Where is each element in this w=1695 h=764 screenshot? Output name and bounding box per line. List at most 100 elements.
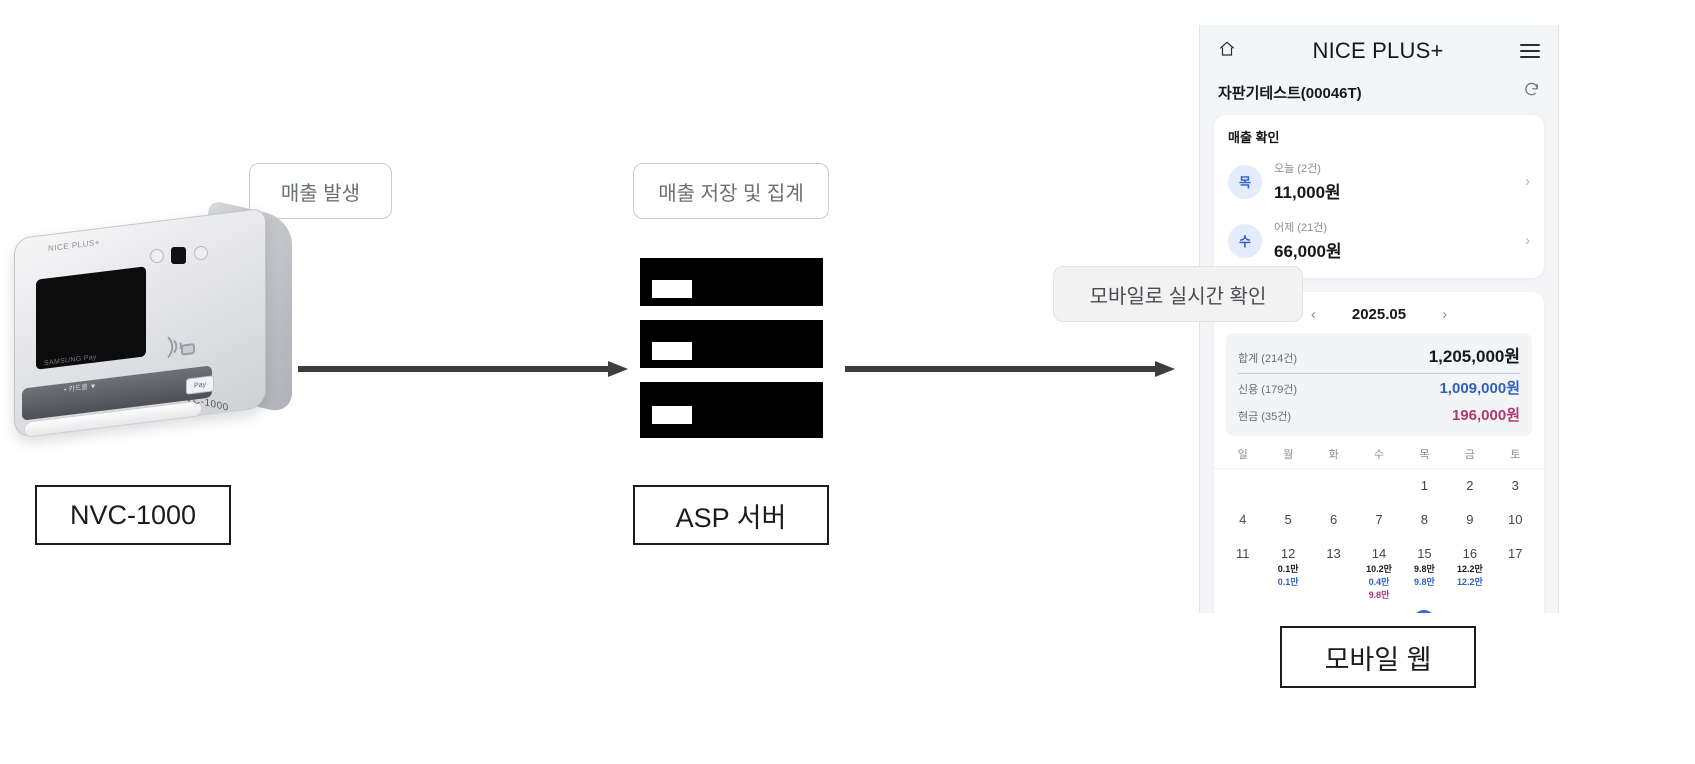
calendar-day-cell[interactable]: 7 <box>1356 503 1401 537</box>
app-title: NICE PLUS+ <box>1312 38 1444 63</box>
calendar-day-cell[interactable]: 23 <box>1447 602 1492 613</box>
calendar-day-cell[interactable]: 221.1만1.1만 <box>1402 602 1447 613</box>
flow-label-store-text: 매출 저장 및 집계 <box>658 182 804 205</box>
calendar-day-number: 20 <box>1311 610 1356 613</box>
calendar-day-cell[interactable]: 1 <box>1402 469 1447 503</box>
calendar-weekday: 금 <box>1464 449 1475 461</box>
calendar-day-number: 5 <box>1284 512 1292 527</box>
calendar-day-cell[interactable]: 8 <box>1402 503 1447 537</box>
sales-check-card: 매출 확인 목 오늘 (2건) 11,000원 › 수 어제 (21건) 66,… <box>1214 115 1544 278</box>
summary-row-total: 합계 (214건) 1,205,000원 <box>1238 339 1520 374</box>
server-divider-1 <box>640 306 823 320</box>
sales-row-amount: 11,000원 <box>1274 183 1341 202</box>
sales-row-amount: 66,000원 <box>1274 242 1342 261</box>
flow-label-mobile-text: 모바일로 실시간 확인 <box>1089 285 1267 308</box>
calendar-day-cell[interactable]: 191.3만1.3만 <box>1265 602 1310 613</box>
calendar-day-cell[interactable]: 2 <box>1447 469 1492 503</box>
calendar-day-cell[interactable]: 10 <box>1493 503 1538 537</box>
calendar-day-number: 7 <box>1375 512 1383 527</box>
calendar-day-number: 24 <box>1493 610 1538 613</box>
chevron-right-icon[interactable]: › <box>1442 306 1448 323</box>
refresh-icon[interactable] <box>1523 81 1540 103</box>
summary-row-credit: 신용 (179건) 1,009,000원 <box>1238 374 1520 401</box>
chevron-right-icon[interactable]: › <box>1525 232 1530 249</box>
mobile-web-screenshot: NICE PLUS+ 자판기테스트(00046T) 매출 확인 목 오늘 (2건… <box>1199 25 1559 613</box>
calendar-day-number: 1 <box>1420 478 1429 493</box>
arrow-server-to-mobile <box>845 361 1175 377</box>
summary-total-label: 합계 (214건) <box>1238 353 1298 365</box>
store-bar: 자판기테스트(00046T) <box>1200 77 1558 115</box>
calendar-summary: 합계 (214건) 1,205,000원 신용 (179건) 1,009,000… <box>1226 333 1532 436</box>
calendar-weekday: 일 <box>1237 449 1248 461</box>
calendar-day-cell[interactable]: 3 <box>1493 469 1538 503</box>
calendar-day-cell[interactable]: 9 <box>1447 503 1492 537</box>
caption-mobile-text: 모바일 웹 <box>1324 644 1432 675</box>
calendar-weekday: 목 <box>1419 449 1430 461</box>
home-icon[interactable] <box>1218 40 1236 63</box>
chevron-left-icon[interactable]: ‹ <box>1310 306 1316 323</box>
calendar-day-number: 17 <box>1508 546 1523 561</box>
sales-row-text: 어제 (21건) 66,000원 <box>1274 219 1513 262</box>
hamburger-icon[interactable] <box>1520 44 1540 58</box>
calendar-day-number: 8 <box>1420 512 1429 527</box>
arrow-head <box>608 361 628 377</box>
caption-nvc-1000: NVC-1000 <box>35 485 231 545</box>
calendar-amount-total: 10.2만 <box>1366 564 1392 574</box>
calendar-day-cell[interactable]: 6 <box>1311 503 1356 537</box>
summary-cash-label: 현금 (35건) <box>1238 411 1291 423</box>
device-camera-icon <box>171 247 186 264</box>
calendar-amount-total: 9.8만 <box>1414 564 1435 574</box>
server-divider-2 <box>640 368 823 382</box>
calendar-day-number: 9 <box>1466 512 1474 527</box>
sales-card-title: 매출 확인 <box>1228 130 1280 145</box>
sales-row-label: 어제 (21건) <box>1274 222 1327 234</box>
calendar-day-cell[interactable]: 18 <box>1220 602 1265 613</box>
calendar-day-number: 16 <box>1462 546 1478 561</box>
chevron-right-icon[interactable]: › <box>1525 173 1530 190</box>
flow-label-sale: 매출 발생 <box>249 163 392 219</box>
calendar-day-cell[interactable]: 15 9.8만 9.8만 <box>1402 537 1447 602</box>
nfc-icon <box>158 327 200 366</box>
server-led-2 <box>652 342 692 360</box>
flow-label-store: 매출 저장 및 집계 <box>633 163 829 219</box>
calendar-empty-cell <box>1220 469 1265 503</box>
arrow-head <box>1155 361 1175 377</box>
calendar-day-number: 14 <box>1371 546 1387 561</box>
device-pay-button-graphic: Pay <box>186 375 214 395</box>
calendar-amount-total: 0.1만 <box>1277 564 1299 574</box>
calendar-day-cell[interactable]: 11 <box>1220 537 1265 602</box>
calendar-day-cell[interactable]: 17 <box>1493 537 1538 602</box>
sales-row-yesterday[interactable]: 수 어제 (21건) 66,000원 › <box>1228 211 1530 270</box>
calendar-day-cell[interactable]: 216.6만2.6만4.0만 <box>1356 602 1401 613</box>
arrow-shaft <box>845 366 1157 372</box>
calendar-amount-credit: 0.4만 <box>1368 577 1390 587</box>
calendar-empty-cell <box>1356 469 1401 503</box>
caption-nvc-text: NVC-1000 <box>69 499 197 530</box>
calendar-day-cell[interactable]: 4 <box>1220 503 1265 537</box>
calendar-day-number: 15 <box>1417 546 1432 561</box>
calendar-amount-credit: 9.8만 <box>1414 577 1435 587</box>
calendar-day-number: 23 <box>1447 610 1492 613</box>
calendar-empty-cell <box>1265 469 1310 503</box>
calendar-day-cell[interactable]: 2079.3만73.5만5.8만 <box>1311 602 1356 613</box>
calendar-day-cell[interactable]: 13 <box>1311 537 1356 602</box>
sales-row-today[interactable]: 목 오늘 (2건) 11,000원 › <box>1228 152 1530 211</box>
calendar-day-cell[interactable]: 5 <box>1265 503 1310 537</box>
arrow-device-to-server <box>298 361 628 377</box>
calendar-day-number: 3 <box>1511 478 1519 493</box>
summary-total-value: 1,205,000원 <box>1428 347 1520 366</box>
calendar-day-cell[interactable]: 24 <box>1493 602 1538 613</box>
calendar-day-number: 21 <box>1356 610 1401 613</box>
calendar-weekday: 토 <box>1510 449 1521 461</box>
server-illustration <box>640 258 823 438</box>
summary-credit-label: 신용 (179건) <box>1238 384 1298 396</box>
calendar-amount-credit: 12.2만 <box>1456 577 1483 587</box>
calendar-day-number: 19 <box>1265 610 1310 613</box>
sales-row-text: 오늘 (2건) 11,000원 <box>1274 160 1513 203</box>
calendar-card: ‹ 2025.05 › 합계 (214건) 1,205,000원 신용 (179… <box>1214 292 1544 613</box>
calendar-day-number: 2 <box>1466 478 1474 493</box>
calendar-day-number: 6 <box>1329 512 1338 527</box>
